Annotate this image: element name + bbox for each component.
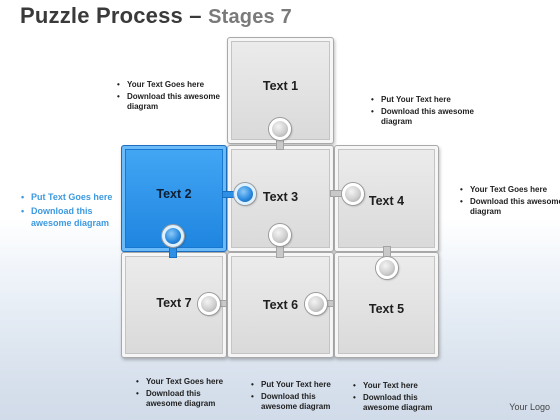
note-bottom-3: Your Text here Download this awesome dia… bbox=[352, 381, 455, 415]
note-line: Put Text Goes here bbox=[21, 191, 121, 203]
puzzle-piece-label: Text 3 bbox=[262, 190, 299, 204]
puzzle-piece-label: Text 1 bbox=[262, 79, 299, 93]
page-title: Puzzle Process – Stages 7 bbox=[20, 3, 292, 29]
puzzle-piece-label: Text 7 bbox=[156, 296, 192, 310]
puzzle-piece-label: Text 4 bbox=[368, 194, 405, 208]
puzzle-knob-icon bbox=[376, 257, 398, 279]
note-bottom-2: Put Your Text here Download this awesome… bbox=[250, 380, 353, 414]
note-line: Download this awesome diagram bbox=[353, 393, 455, 413]
note-line: Download this awesome diagram bbox=[117, 92, 237, 112]
note-line: Your Text Goes here bbox=[460, 185, 560, 195]
note-right: Your Text Goes here Download this awesom… bbox=[459, 185, 560, 219]
puzzle-knob-icon bbox=[198, 293, 220, 315]
note-top-right: Put Your Text here Download this awesome… bbox=[370, 95, 491, 129]
puzzle-knob-icon bbox=[305, 293, 327, 315]
note-line: Download this awesome diagram bbox=[460, 197, 560, 217]
note-line: Download this awesome diagram bbox=[251, 392, 353, 412]
note-bottom-1: Your Text Goes here Download this awesom… bbox=[135, 377, 238, 411]
note-top-left: Your Text Goes here Download this awesom… bbox=[116, 80, 237, 114]
note-line: Download this awesome diagram bbox=[21, 205, 121, 229]
title-stage: Stages 7 bbox=[208, 6, 292, 28]
puzzle-knob-icon bbox=[342, 183, 364, 205]
note-line: Your Text Goes here bbox=[136, 377, 238, 387]
note-line: Download this awesome diagram bbox=[371, 107, 491, 127]
note-line: Put Your Text here bbox=[371, 95, 491, 105]
puzzle-knob-icon bbox=[269, 224, 291, 246]
note-line: Your Text Goes here bbox=[117, 80, 237, 90]
puzzle-piece-label: Text 2 bbox=[156, 187, 192, 201]
note-line: Your Text here bbox=[353, 381, 455, 391]
note-left: Put Text Goes here Download this awesome… bbox=[20, 191, 121, 231]
note-line: Download this awesome diagram bbox=[136, 389, 238, 409]
logo-text: Your Logo bbox=[509, 402, 550, 412]
puzzle-knob-icon bbox=[234, 183, 256, 205]
puzzle-piece-2: Text 2 bbox=[121, 145, 227, 252]
puzzle-piece-label: Text 6 bbox=[262, 298, 299, 312]
title-main: Puzzle Process – bbox=[20, 3, 202, 28]
note-line: Put Your Text here bbox=[251, 380, 353, 390]
puzzle-knob-icon bbox=[269, 118, 291, 140]
connector-stem bbox=[276, 244, 284, 258]
puzzle-knob-icon bbox=[162, 225, 184, 247]
puzzle-piece-label: Text 5 bbox=[368, 302, 405, 316]
